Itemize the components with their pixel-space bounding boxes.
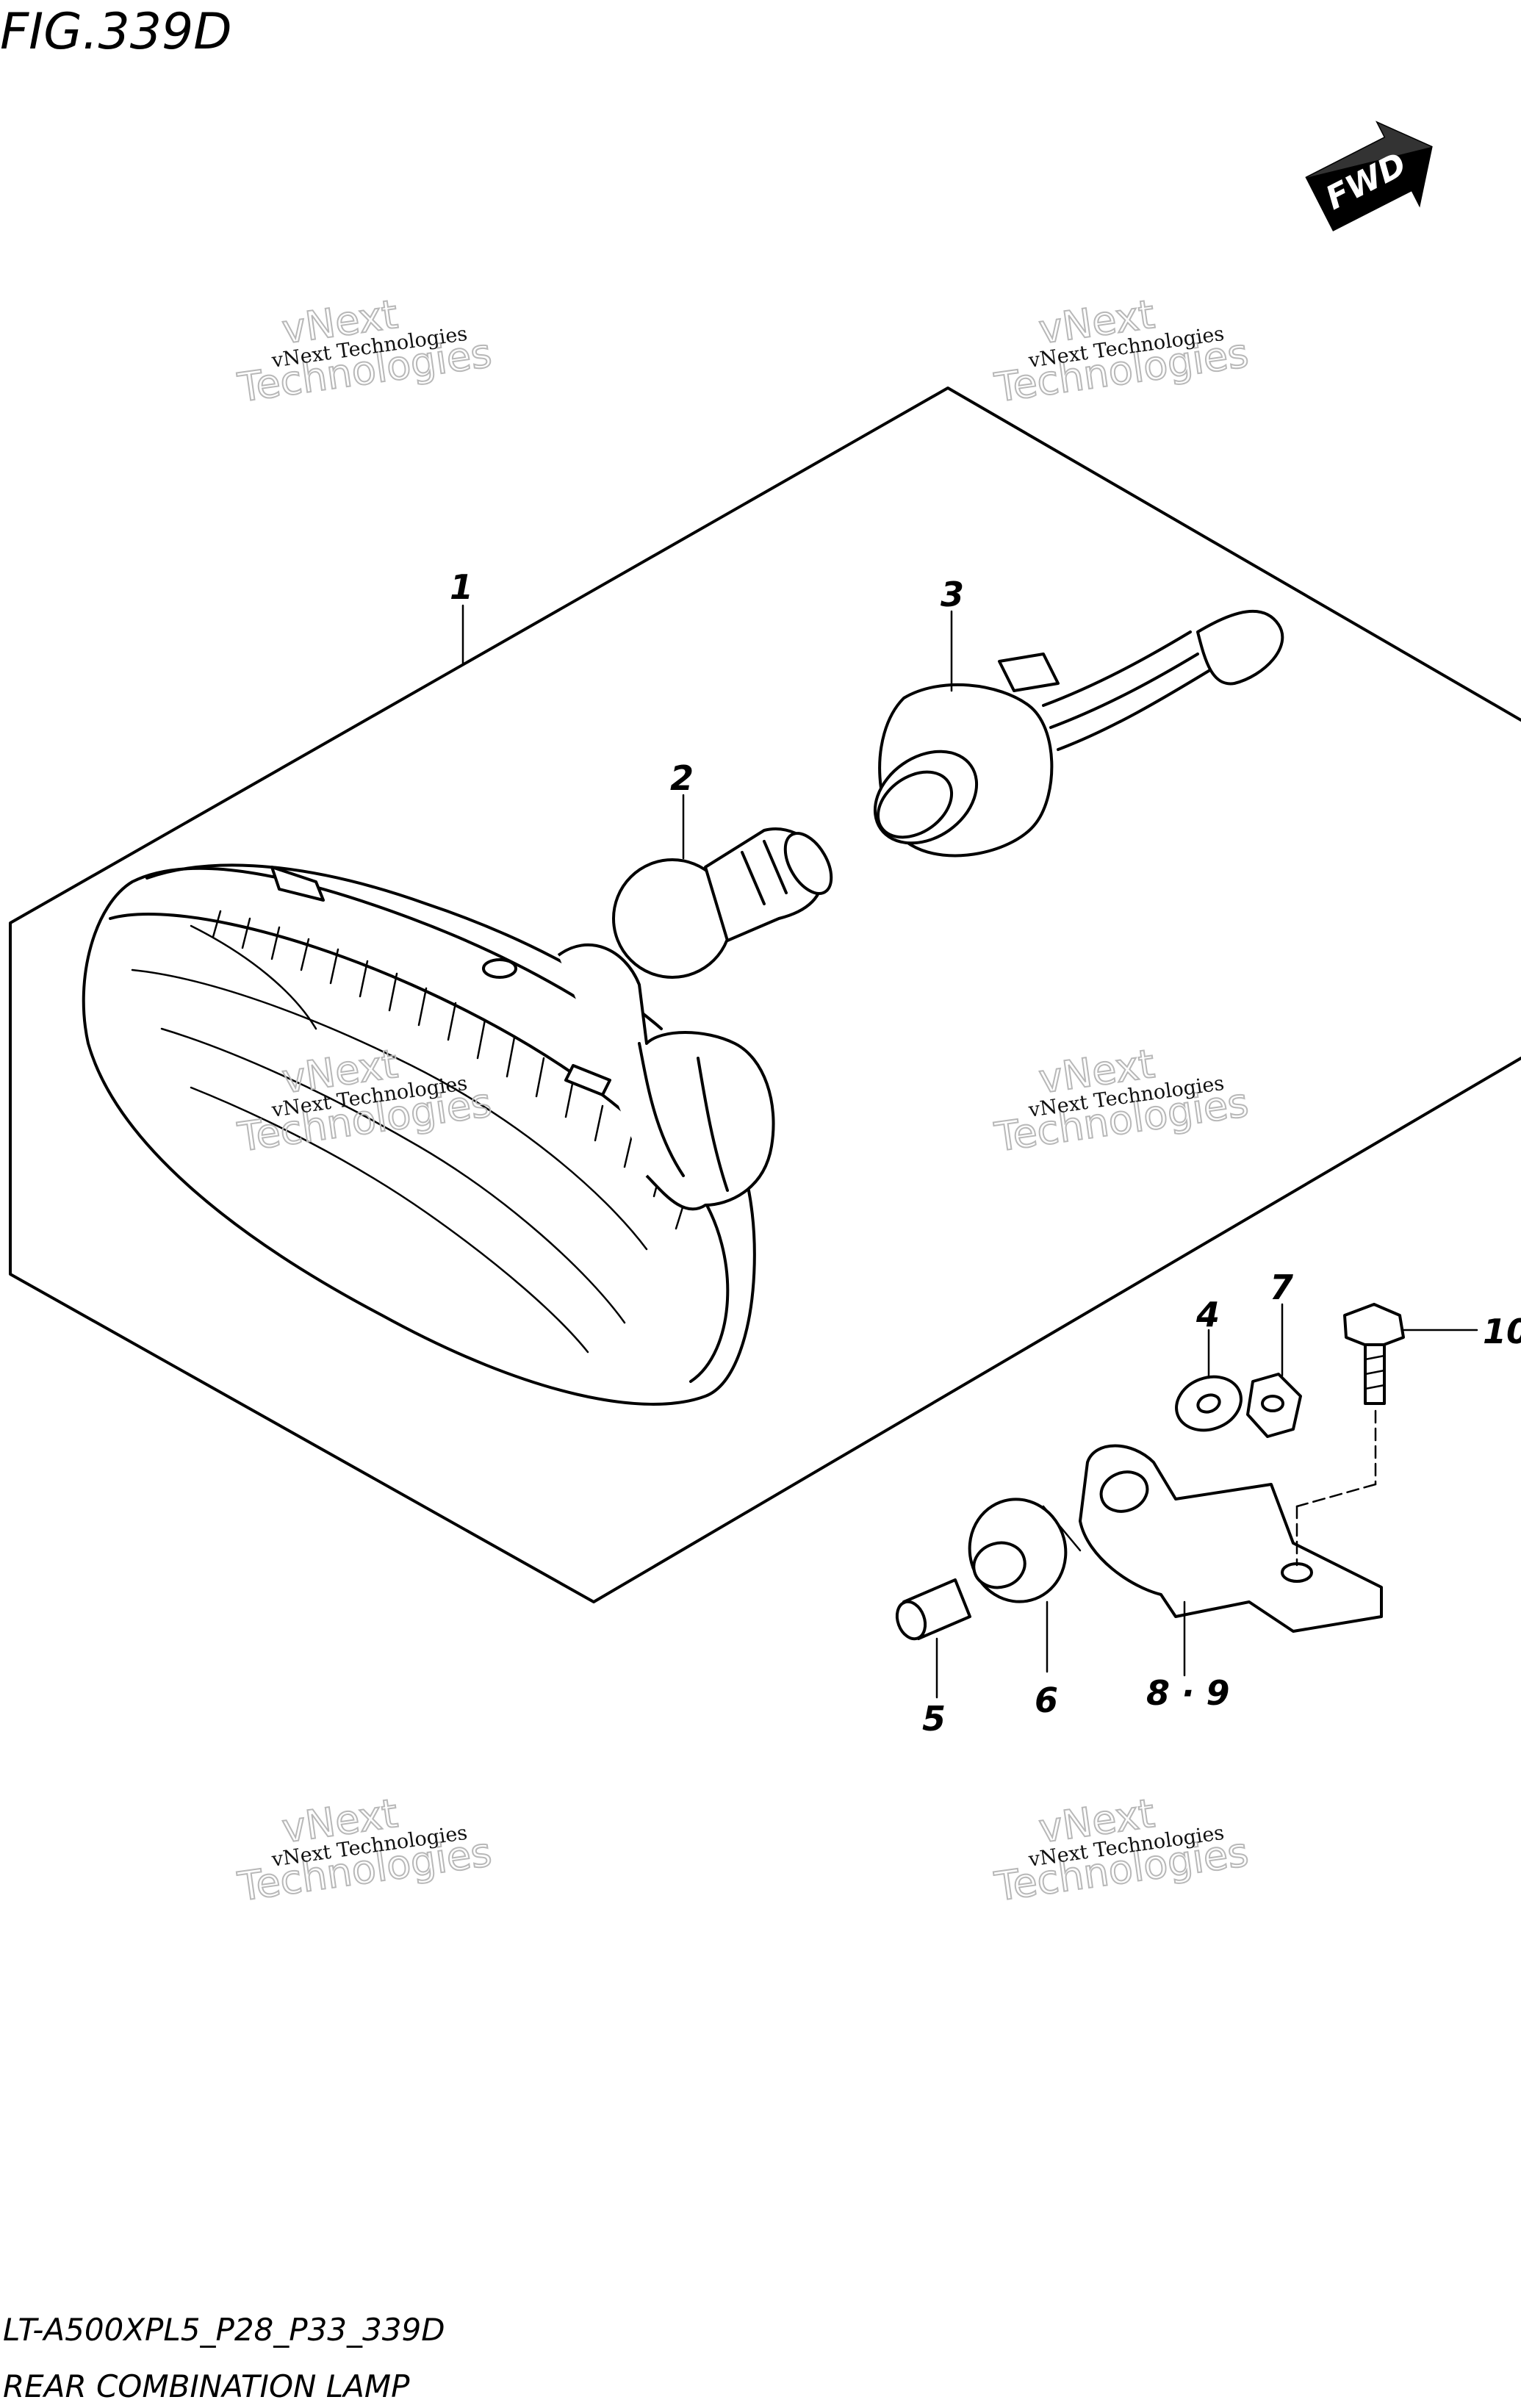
part-label-4: 4 xyxy=(1195,1295,1220,1334)
section-name: REAR COMBINATION LAMP xyxy=(3,2368,410,2404)
socket-part xyxy=(873,609,1284,858)
forward-direction-arrow-icon: FWD xyxy=(1305,121,1433,231)
part-label-10: 10 xyxy=(1483,1312,1521,1351)
figure-title: FIG.339D xyxy=(0,3,232,61)
watermark-bottom-left: vNext Technologies vNext Technologies xyxy=(234,1789,495,1911)
bulb-part xyxy=(612,827,833,979)
part-label-6: 6 xyxy=(1035,1681,1058,1720)
part-label-7: 7 xyxy=(1270,1268,1293,1307)
nut-part xyxy=(1246,1373,1302,1438)
washer-part xyxy=(1175,1375,1243,1432)
grommet-part xyxy=(968,1498,1082,1603)
part-label-5: 5 xyxy=(922,1699,946,1739)
part-label-8-9: 8 · 9 xyxy=(1146,1673,1230,1713)
watermark-top-left: vNext Technologies vNext Technologies xyxy=(234,290,495,412)
watermark-bottom-right: vNext Technologies vNext Technologies xyxy=(990,1789,1251,1911)
part-label-2: 2 xyxy=(670,758,694,798)
rear-combination-lamp-assembly xyxy=(82,863,775,1406)
assembly-outline xyxy=(9,387,1521,1603)
model-code: LT-A500XPL5_P28_P33_339D xyxy=(3,2312,445,2348)
part-label-3: 3 xyxy=(941,575,964,614)
collar-part xyxy=(895,1578,971,1641)
watermark-top-right: vNext Technologies vNext Technologies xyxy=(990,290,1251,412)
bracket-part xyxy=(1079,1444,1383,1633)
leader-lines xyxy=(461,604,1478,1699)
watermark-middle-right: vNext Technologies vNext Technologies xyxy=(990,1040,1251,1162)
part-label-1: 1 xyxy=(450,567,473,607)
bolt-part xyxy=(1295,1303,1405,1567)
